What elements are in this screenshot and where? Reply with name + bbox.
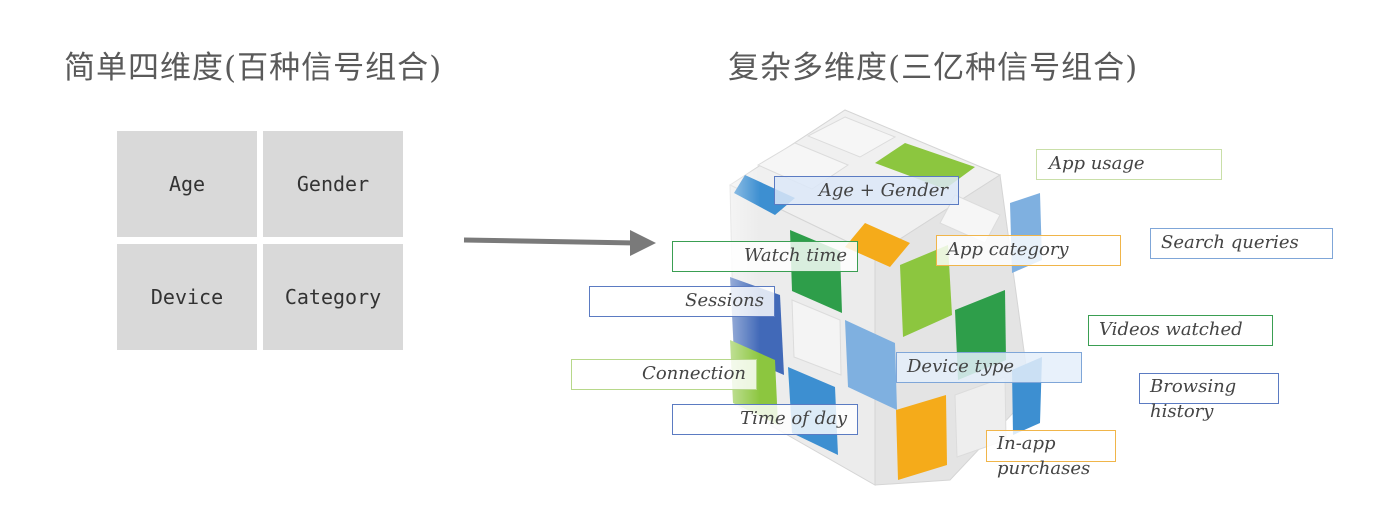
- grid-cell-gender: Gender: [263, 131, 403, 237]
- label-browsing-history: Browsing history: [1139, 373, 1279, 422]
- label-device-type: Device type: [896, 352, 1082, 383]
- label-watch-time: Watch time: [672, 241, 858, 272]
- label-app-category: App category: [936, 235, 1121, 266]
- label-sessions: Sessions: [589, 286, 775, 317]
- label-app-usage: App usage: [1036, 149, 1222, 180]
- grid-cell-age: Age: [117, 131, 257, 237]
- label-connection: Connection: [571, 359, 757, 390]
- simple-dimensions-title: 简单四维度(百种信号组合): [64, 50, 443, 86]
- complex-dimensions-title: 复杂多维度(三亿种信号组合): [728, 50, 1139, 86]
- label-search-queries: Search queries: [1150, 228, 1333, 259]
- label-age-gender: Age + Gender: [774, 176, 959, 205]
- grid-cell-device: Device: [117, 244, 257, 350]
- right-arrow-icon: [463, 230, 656, 256]
- label-time-of-day: Time of day: [672, 404, 858, 435]
- label-in-app-purchases: In-app purchases: [986, 430, 1116, 479]
- label-videos-watched: Videos watched: [1088, 315, 1273, 346]
- grid-cell-category: Category: [263, 244, 403, 350]
